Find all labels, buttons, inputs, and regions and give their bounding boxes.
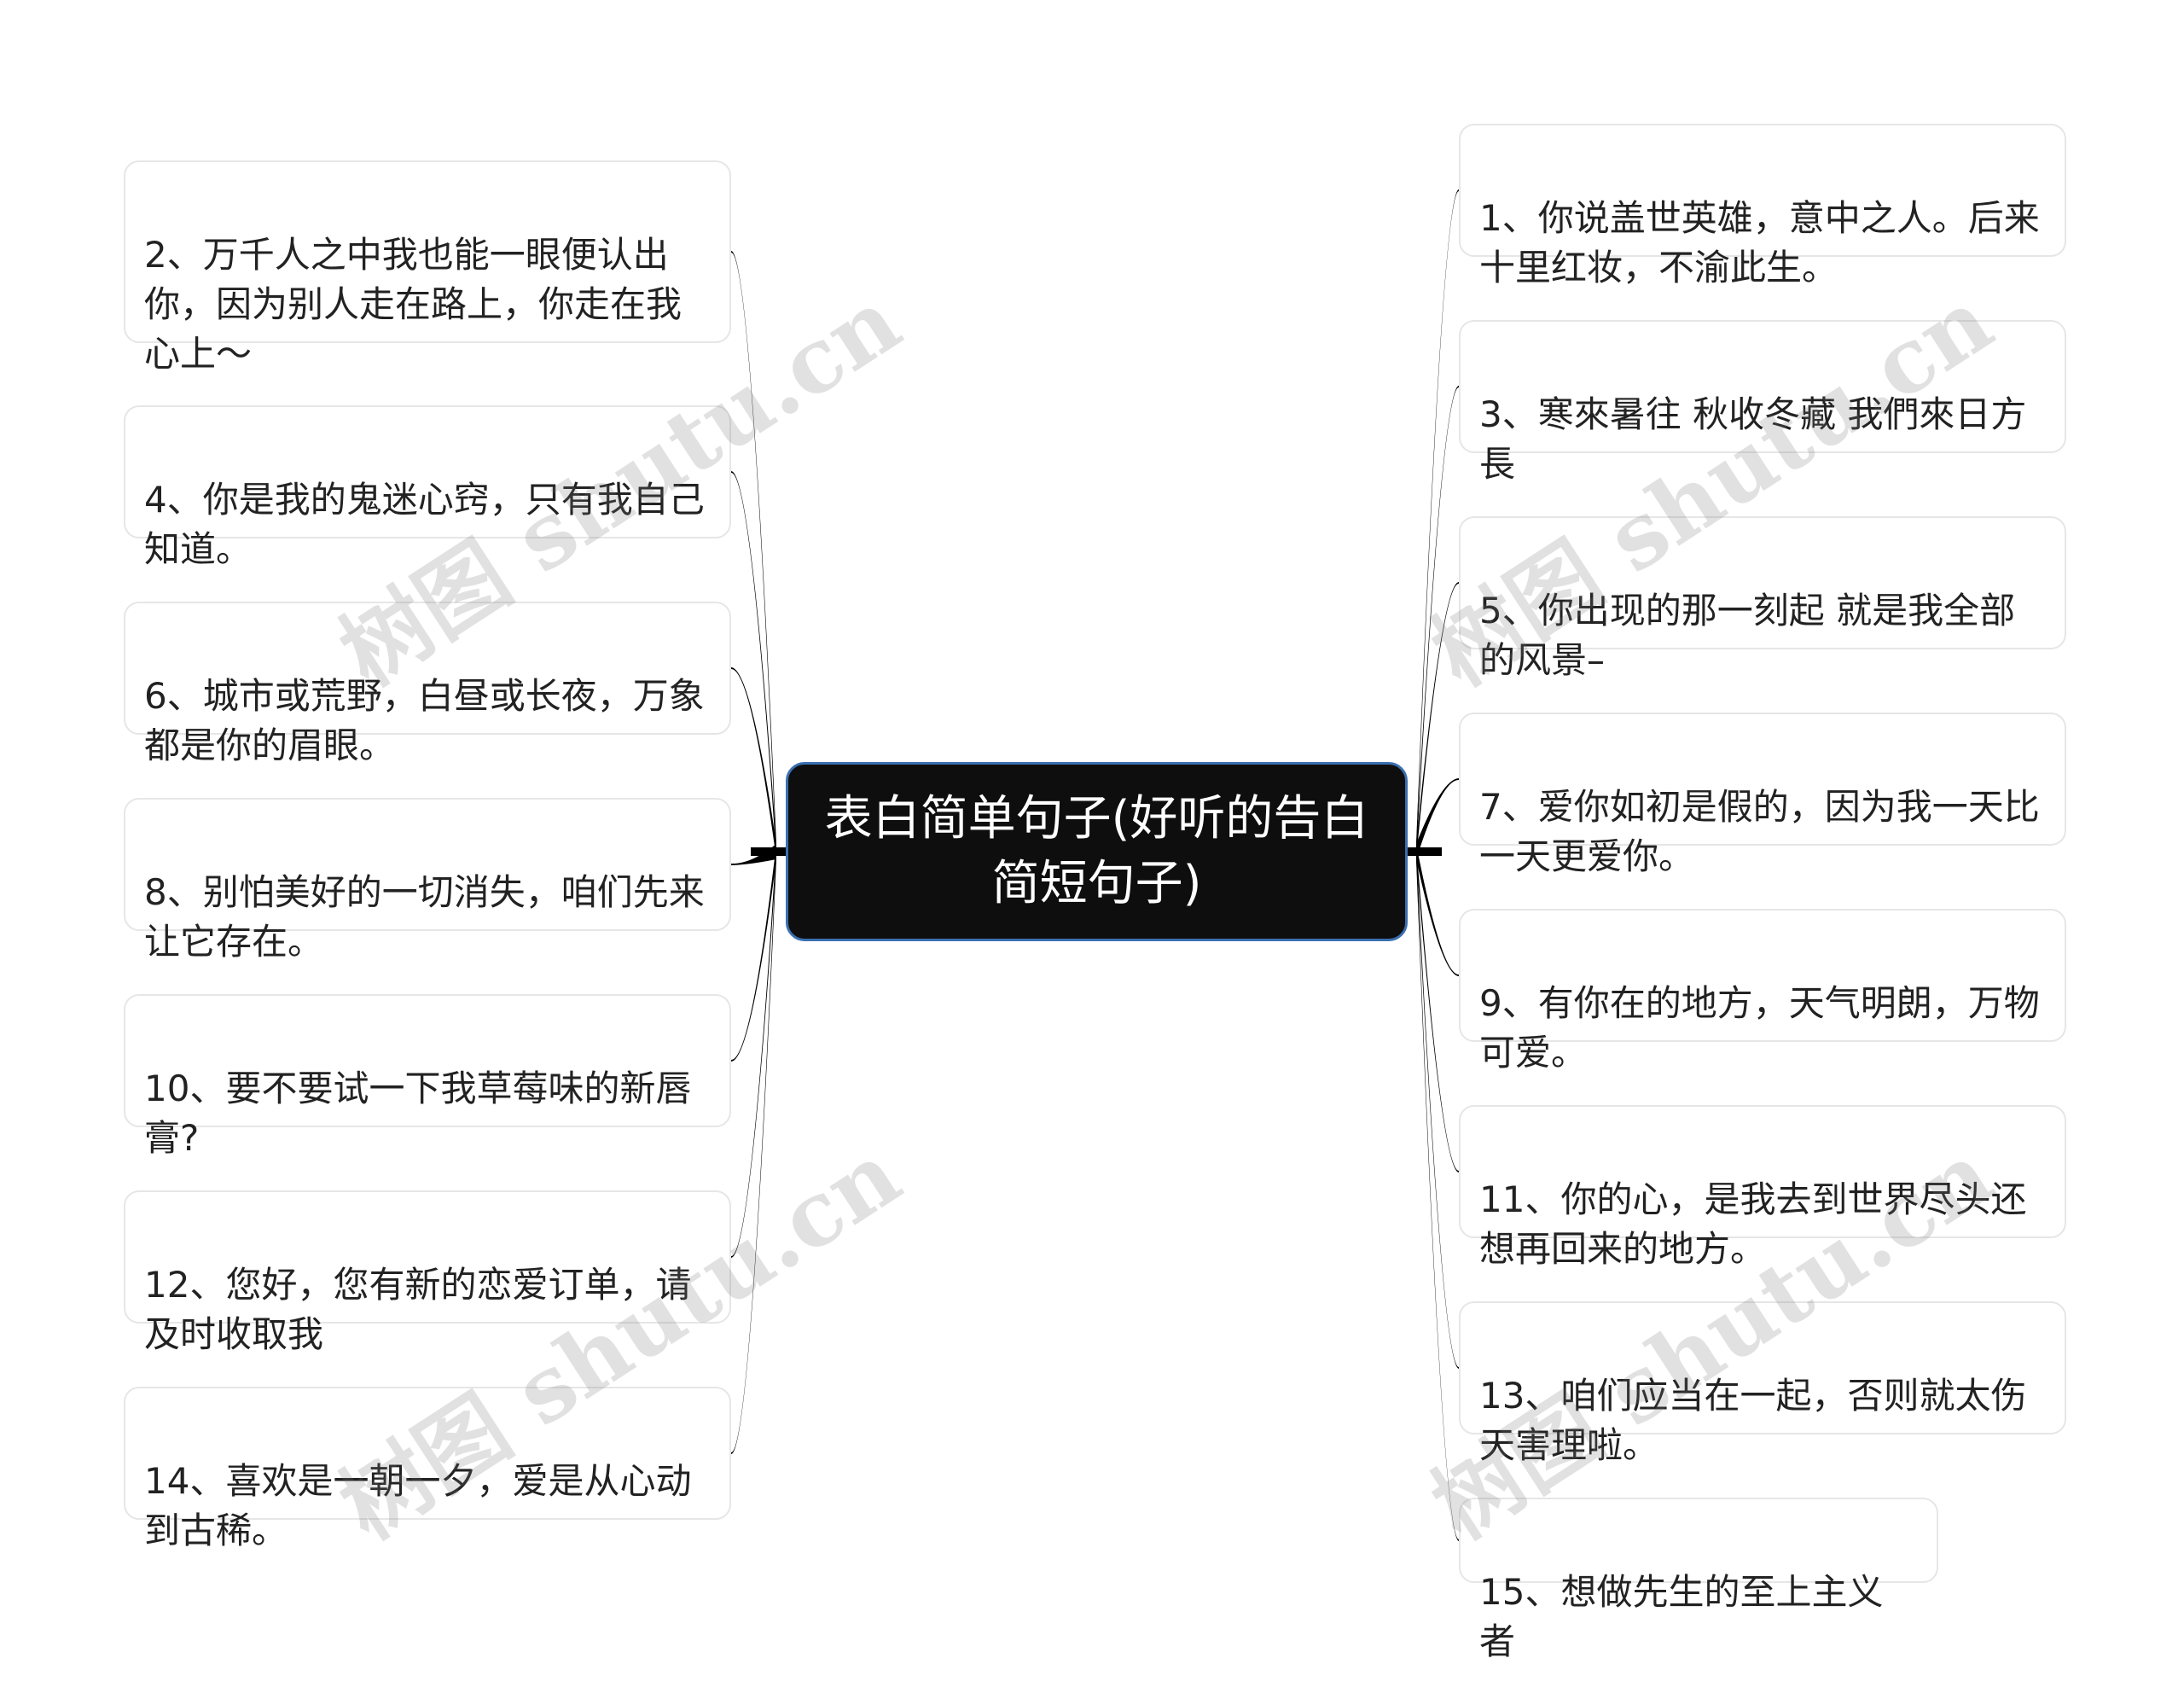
branch-text: 3、寒來暑往 秋收冬藏 我們來日方長 — [1479, 393, 2027, 485]
branch-text: 13、咱们应当在一起，否则就太伤天害理啦。 — [1479, 1375, 2027, 1466]
branch-text: 14、喜欢是一朝一夕，爱是从心动到古稀。 — [144, 1460, 692, 1551]
branch-node-left[interactable]: 10、要不要试一下我草莓味的新唇膏? — [124, 994, 731, 1159]
connector-curve — [1416, 189, 1459, 859]
branch-node-right[interactable]: 3、寒來暑往 秋收冬藏 我們來日方長 — [1459, 320, 2066, 485]
branch-text: 4、你是我的鬼迷心窍，只有我自己知道。 — [144, 479, 705, 570]
branch-node-left[interactable]: 6、城市或荒野，白昼或长夜，万象都是你的眉眼。 — [124, 602, 731, 766]
branch-text: 9、有你在的地方，天气明朗，万物可爱。 — [1479, 982, 2040, 1074]
connector-curve — [1416, 582, 1459, 859]
branch-node-right[interactable]: 11、你的心，是我去到世界尽头还想再回来的地方。 — [1459, 1105, 2066, 1270]
branch-text: 15、想做先生的至上主义者 — [1479, 1571, 1884, 1662]
branch-text: 7、爱你如初是假的，因为我一天比一天更爱你。 — [1479, 786, 2040, 877]
connector-curve — [731, 251, 776, 859]
connector-curve — [1416, 844, 1459, 1541]
branch-text: 1、你说盖世英雄，意中之人。后来十里红妆，不渝此生。 — [1479, 197, 2040, 288]
branch-node-right[interactable]: 7、爱你如初是假的，因为我一天比一天更爱你。 — [1459, 713, 2066, 877]
branch-node-right[interactable]: 1、你说盖世英雄，意中之人。后来十里红妆，不渝此生。 — [1459, 124, 2066, 288]
branch-node-right[interactable]: 9、有你在的地方，天气明朗，万物可爱。 — [1459, 909, 2066, 1074]
branch-text: 10、要不要试一下我草莓味的新唇膏? — [144, 1068, 692, 1159]
branch-text: 11、你的心，是我去到世界尽头还想再回来的地方。 — [1479, 1178, 2027, 1270]
branch-node-right[interactable]: 13、咱们应当在一起，否则就太伤天害理啦。 — [1459, 1301, 2066, 1466]
center-topic-label: 表白简单句子(好听的告白简短句子) — [824, 791, 1369, 911]
branch-node-right[interactable]: 5、你出现的那一刻起 就是我全部的风景– — [1459, 516, 2066, 681]
connector-curve — [731, 844, 776, 865]
branch-text: 2、万千人之中我也能一眼便认出你，因为别人走在路上，你走在我心上～ — [144, 234, 682, 375]
branch-text: 6、城市或荒野，白昼或长夜，万象都是你的眉眼。 — [144, 675, 705, 766]
branch-text: 5、你出现的那一刻起 就是我全部的风景– — [1479, 590, 2016, 681]
branch-node-right[interactable]: 15、想做先生的至上主义者 — [1459, 1498, 1938, 1662]
branch-node-left[interactable]: 12、您好，您有新的恋爱订单，请及时收取我 — [124, 1190, 731, 1355]
branch-text: 8、别怕美好的一切消失，咱们先来让它存在。 — [144, 871, 705, 963]
center-topic[interactable]: 表白简单句子(好听的告白简短句子) — [786, 762, 1408, 941]
branch-node-left[interactable]: 8、别怕美好的一切消失，咱们先来让它存在。 — [124, 798, 731, 963]
branch-text: 12、您好，您有新的恋爱订单，请及时收取我 — [144, 1264, 692, 1355]
branch-node-left[interactable]: 14、喜欢是一朝一夕，爱是从心动到古稀。 — [124, 1387, 731, 1551]
branch-node-left[interactable]: 4、你是我的鬼迷心窍，只有我自己知道。 — [124, 405, 731, 570]
branch-node-left[interactable]: 2、万千人之中我也能一眼便认出你，因为别人走在路上，你走在我心上～ — [124, 160, 731, 375]
connector-curve — [731, 844, 776, 1454]
connector-curve — [1416, 844, 1459, 1172]
connector-curve — [1416, 844, 1459, 976]
